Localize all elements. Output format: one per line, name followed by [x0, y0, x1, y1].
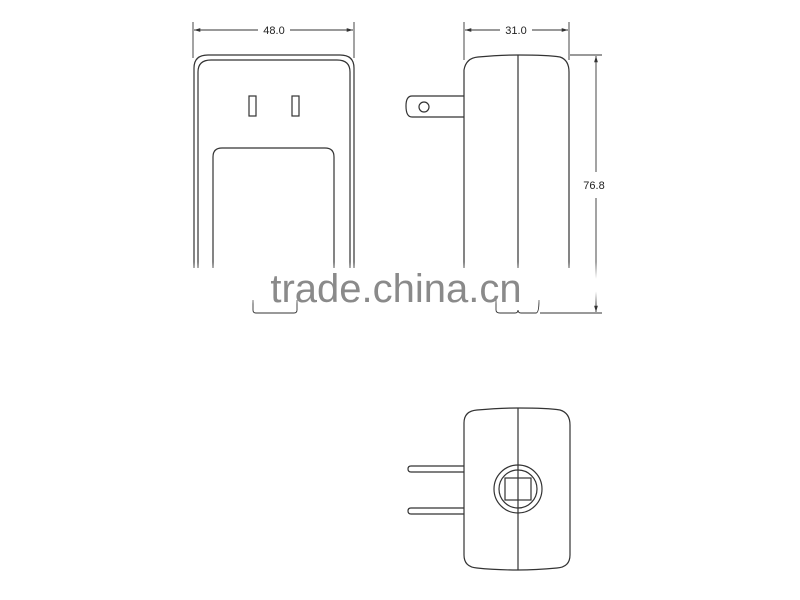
front-view: 48.0 — [192, 22, 355, 314]
prong-slot-right — [291, 95, 300, 117]
width-label: 48.0 — [263, 25, 284, 37]
prong-bottom — [407, 507, 464, 515]
depth-label: 31.0 — [505, 25, 526, 37]
width-dimension: 48.0 — [192, 22, 355, 58]
connector-inner-ring — [498, 469, 538, 509]
connector-port — [504, 477, 532, 501]
bottom-view — [407, 407, 571, 571]
prong-slot-left — [248, 95, 257, 117]
depth-dimension: 31.0 — [463, 22, 570, 60]
prong-top — [407, 465, 464, 473]
watermark-fade — [180, 262, 620, 304]
watermark-text: trade.china.cn — [270, 267, 521, 311]
height-label: 76.8 — [583, 180, 604, 192]
connector-outer-ring — [493, 464, 543, 514]
prong-hole — [418, 101, 430, 113]
